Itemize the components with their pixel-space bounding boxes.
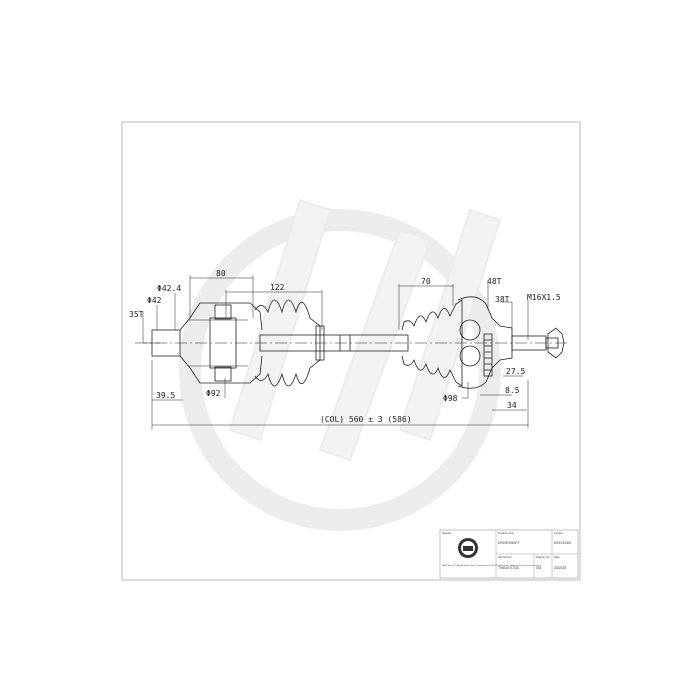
dim-35t: 35T: [129, 310, 144, 319]
date: 03/2025: [554, 566, 566, 570]
dim-38t: 38T: [495, 295, 510, 304]
dim-27-5: 27.5: [506, 367, 525, 376]
supplier-label: Supplier: [442, 531, 452, 535]
symbol: K0SV126N: [554, 541, 571, 545]
product-name: DRIVESHAFT: [498, 541, 519, 545]
dimension-labels: 35T Φ42 Φ42.4 80 122 39.5 Φ92 (COL) 560 …: [129, 269, 561, 424]
driveshaft-outline: [135, 296, 570, 389]
dim-39-5: 39.5: [156, 391, 175, 400]
tripod: [209, 317, 237, 369]
dim-dia-98: Φ98: [443, 394, 458, 403]
diagram-no-label: Diagram No: [536, 555, 550, 559]
product-name-label: Product name: [498, 531, 515, 535]
oe-number-label: OE Number: [498, 555, 512, 559]
dim-48t: 48T: [487, 277, 502, 286]
shaft: [259, 334, 409, 352]
oe-number: TW04071T2A: [498, 566, 520, 570]
dim-thread: M16X1.5: [527, 293, 561, 302]
dim-8-5: 8.5: [505, 386, 520, 395]
dim-dia-92: Φ92: [206, 389, 221, 398]
hub-nut: [547, 327, 565, 359]
dim-dia-42: Φ42: [147, 296, 162, 305]
drawing-frame: [121, 121, 581, 581]
diagram-no: 001: [536, 566, 542, 570]
inner-boot: [254, 299, 321, 387]
dim-70: 70: [421, 277, 431, 286]
abs-ring: [483, 333, 493, 377]
dim-dia-42-4: Φ42.4: [157, 284, 181, 293]
dimension-lines: [142, 275, 529, 430]
dim-34: 34: [507, 401, 517, 410]
dim-overall-length: (COL) 560 ± 3 (586): [320, 415, 412, 424]
outer-boot: [401, 299, 463, 387]
title-block: Supplier SMK Maciej S. Adamczewski Sp.k.…: [439, 529, 579, 579]
dim-80: 80: [216, 269, 226, 278]
supplier-logo: [458, 538, 478, 558]
date-label: Date: [554, 555, 560, 559]
dim-122: 122: [270, 283, 285, 292]
symbol-label: Symbol: [554, 531, 563, 535]
supplier-address: SMK Maciej S. Adamczewski Sp.k. Papierni…: [442, 564, 542, 567]
watermark-logo: [179, 198, 502, 531]
